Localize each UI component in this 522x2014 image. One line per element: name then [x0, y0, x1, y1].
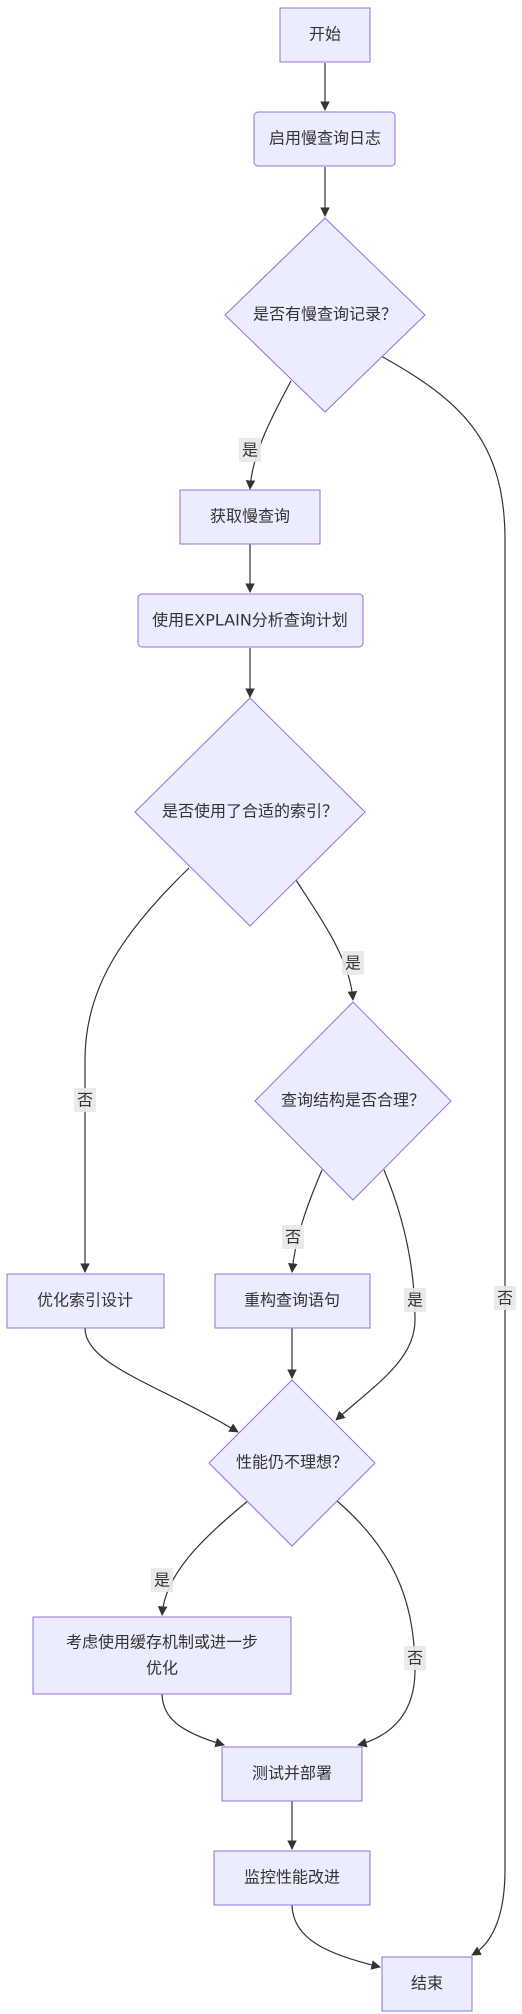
- edge-label-structure-no: 否: [282, 1225, 304, 1249]
- edge-optimize-stillbad: [84, 1327, 239, 1433]
- decision-has-slow-query: 是否有慢查询记录？: [224, 217, 426, 413]
- node-rewrite-query: 重构查询语句: [214, 1273, 371, 1329]
- svg-text:是否使用了合适的索引？: 是否使用了合适的索引？: [162, 802, 338, 821]
- edge-label-still-no: 否: [404, 1646, 426, 1670]
- edge-hasslow-getslow: [245, 380, 292, 490]
- edge-indexok-structure: [295, 879, 358, 1001]
- node-start: 开始: [279, 7, 371, 63]
- svg-text:否: 否: [285, 1228, 301, 1247]
- svg-text:否: 否: [77, 1091, 93, 1110]
- svg-text:结束: 结束: [411, 1974, 443, 1993]
- edge-label-index-no: 否: [74, 1088, 96, 1112]
- node-test-deploy: 测试并部署: [221, 1746, 363, 1802]
- node-optimize-index: 优化索引设计: [6, 1273, 165, 1329]
- edge-label-structure-yes: 是: [404, 1288, 426, 1312]
- node-explain-plan: 使用EXPLAIN分析查询计划: [137, 593, 364, 648]
- edge-label-still-yes: 是: [151, 1568, 173, 1592]
- svg-text:是: 是: [154, 1571, 170, 1590]
- edge-label-index-yes: 是: [342, 951, 364, 975]
- svg-text:性能仍不理想？: 性能仍不理想？: [236, 1453, 348, 1472]
- node-enable-slow-log: 启用慢查询日志: [253, 111, 396, 167]
- edge-cache-test: [161, 1692, 225, 1748]
- svg-text:否: 否: [407, 1649, 423, 1668]
- node-consider-cache: 考虑使用缓存机制或进一步 优化: [32, 1616, 292, 1695]
- svg-text:是: 是: [242, 441, 258, 460]
- nodes: 开始 启用慢查询日志 是否有慢查询记录？ 获取慢查询 使用EXPLAIN分析查询…: [6, 7, 473, 2012]
- decision-structure-reasonable: 查询结构是否合理？: [254, 1001, 452, 1201]
- svg-text:获取慢查询: 获取慢查询: [210, 507, 290, 526]
- edge-monitor-end: [291, 1903, 381, 1970]
- edge-label-has-slow-no: 否: [494, 1286, 516, 1310]
- svg-text:使用EXPLAIN分析查询计划: 使用EXPLAIN分析查询计划: [152, 611, 348, 630]
- node-get-slow-query: 获取慢查询: [179, 489, 321, 545]
- decision-still-not-ideal: 性能仍不理想？: [208, 1379, 376, 1547]
- svg-text:监控性能改进: 监控性能改进: [244, 1868, 340, 1887]
- svg-text:测试并部署: 测试并部署: [252, 1764, 332, 1783]
- svg-text:是: 是: [345, 954, 361, 973]
- svg-text:启用慢查询日志: 启用慢查询日志: [269, 129, 381, 148]
- svg-text:是否有慢查询记录？: 是否有慢查询记录？: [253, 305, 397, 324]
- edge-labels: 是 否 否 是 否 是 是 否: [74, 438, 516, 1670]
- edge-stillbad-cache: [157, 1499, 250, 1616]
- edge-structure-rewrite: [288, 1169, 323, 1273]
- svg-text:优化: 优化: [146, 1659, 178, 1678]
- edge-hasslow-end: [380, 355, 506, 1956]
- svg-text:优化索引设计: 优化索引设计: [37, 1291, 133, 1310]
- edge-label-has-slow-yes: 是: [239, 438, 261, 462]
- svg-text:重构查询语句: 重构查询语句: [244, 1291, 340, 1310]
- node-monitor-improvement: 监控性能改进: [213, 1850, 371, 1906]
- decision-index-appropriate: 是否使用了合适的索引？: [134, 697, 366, 927]
- svg-text:开始: 开始: [309, 25, 341, 44]
- svg-text:考虑使用缓存机制或进一步: 考虑使用缓存机制或进一步: [66, 1633, 258, 1652]
- svg-text:查询结构是否合理？: 查询结构是否合理？: [281, 1091, 425, 1110]
- edge-stillbad-test: [335, 1499, 416, 1748]
- svg-text:是: 是: [407, 1291, 423, 1310]
- edge-indexok-optimize: [80, 867, 190, 1273]
- edge-structure-stillbad: [335, 1169, 416, 1421]
- node-end: 结束: [381, 1956, 473, 2012]
- svg-text:否: 否: [497, 1289, 513, 1308]
